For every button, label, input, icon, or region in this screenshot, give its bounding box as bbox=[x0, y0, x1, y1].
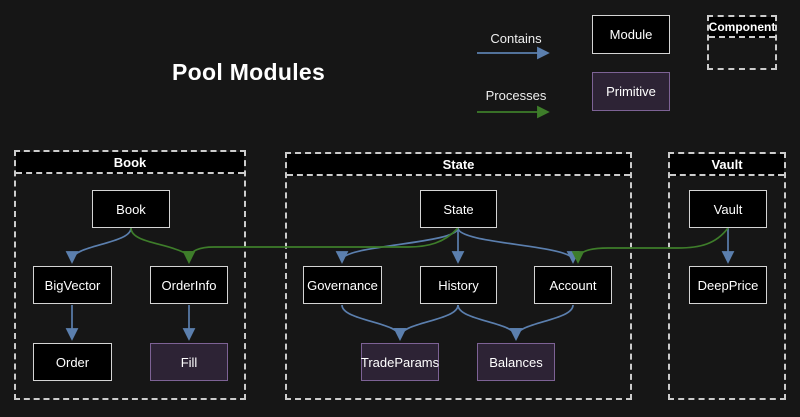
group-vault: Vault bbox=[668, 152, 786, 400]
group-book-header: Book bbox=[16, 152, 244, 174]
node-account: Account bbox=[534, 266, 612, 304]
node-orderinfo-label: OrderInfo bbox=[161, 277, 217, 293]
group-book-title: Book bbox=[113, 154, 147, 170]
legend-component-box: Component bbox=[707, 15, 777, 70]
node-state-label: State bbox=[443, 201, 474, 217]
node-fill-label: Fill bbox=[180, 354, 198, 370]
node-balances-label: Balances bbox=[489, 354, 543, 370]
group-state: State bbox=[285, 152, 632, 400]
node-vault-label: Vault bbox=[713, 201, 743, 217]
node-state: State bbox=[420, 190, 497, 228]
group-state-header: State bbox=[287, 154, 630, 176]
legend-primitive-box: Primitive bbox=[592, 72, 670, 111]
node-orderinfo: OrderInfo bbox=[150, 266, 228, 304]
legend-module-text: Module bbox=[609, 27, 653, 42]
group-book: Book bbox=[14, 150, 246, 400]
group-vault-header: Vault bbox=[670, 154, 784, 176]
node-tradeparams: TradeParams bbox=[361, 343, 439, 381]
node-bigvector: BigVector bbox=[33, 266, 112, 304]
legend-component-text: Component bbox=[708, 19, 776, 34]
group-vault-title: Vault bbox=[711, 156, 743, 172]
node-bigvector-label: BigVector bbox=[44, 277, 101, 293]
node-book-label: Book bbox=[116, 201, 146, 217]
diagram-title: Pool Modules bbox=[172, 59, 326, 85]
node-balances: Balances bbox=[477, 343, 555, 381]
node-order: Order bbox=[33, 343, 112, 381]
group-state-title: State bbox=[442, 156, 475, 172]
node-history-label: History bbox=[438, 277, 479, 293]
node-deepprice-label: DeepPrice bbox=[697, 277, 759, 293]
node-deepprice: DeepPrice bbox=[689, 266, 767, 304]
legend-processes-label: Processes bbox=[485, 88, 547, 103]
legend-component-header: Component bbox=[709, 17, 775, 38]
node-order-label: Order bbox=[55, 354, 90, 370]
node-fill: Fill bbox=[150, 343, 228, 381]
node-governance-label: Governance bbox=[307, 277, 378, 293]
node-history: History bbox=[420, 266, 497, 304]
legend-module-box: Module bbox=[592, 15, 670, 54]
node-tradeparams-label: TradeParams bbox=[360, 354, 440, 370]
node-account-label: Account bbox=[549, 277, 597, 293]
node-governance: Governance bbox=[303, 266, 382, 304]
node-book: Book bbox=[92, 190, 170, 228]
node-vault: Vault bbox=[689, 190, 767, 228]
legend-primitive-text: Primitive bbox=[606, 84, 656, 99]
legend-contains-label: Contains bbox=[490, 31, 542, 46]
